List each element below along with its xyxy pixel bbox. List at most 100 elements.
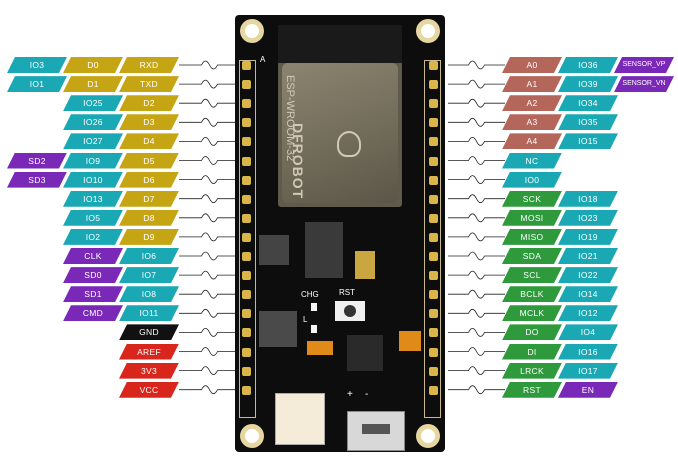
right-wire bbox=[448, 308, 505, 318]
right-pin-label: A2 bbox=[502, 95, 562, 111]
right-pin-label: DI bbox=[502, 344, 562, 360]
left-pin-label: 3V3 bbox=[119, 363, 179, 379]
left-pin-label: IO11 bbox=[119, 305, 179, 321]
right-pin-label: EN bbox=[558, 382, 618, 398]
left-wire bbox=[179, 79, 240, 89]
right-pin-pad bbox=[429, 194, 438, 204]
right-pin-label: MCLK bbox=[502, 305, 562, 321]
right-pin-label: A0 bbox=[502, 57, 562, 73]
rst-label: RST bbox=[339, 288, 355, 297]
robot-logo-icon bbox=[337, 131, 361, 157]
left-pin-label: D8 bbox=[119, 210, 179, 226]
right-pin-label: IO21 bbox=[558, 248, 618, 264]
left-pin-label: IO13 bbox=[63, 191, 123, 207]
left-pin-label: IO8 bbox=[119, 286, 179, 302]
left-pin-pad bbox=[242, 328, 251, 338]
right-pin-pad bbox=[429, 271, 438, 281]
right-wire bbox=[448, 289, 505, 299]
left-wire bbox=[179, 194, 240, 204]
right-pin-label: IO36 bbox=[558, 57, 618, 73]
right-pin-label: IO15 bbox=[558, 133, 618, 149]
mounting-hole-top-left bbox=[240, 19, 264, 43]
right-wire bbox=[448, 213, 505, 223]
left-pin-label: SD3 bbox=[7, 172, 67, 188]
voltage-regulator bbox=[305, 222, 343, 278]
right-pin-pad bbox=[429, 156, 438, 166]
right-wire bbox=[448, 251, 505, 261]
left-pin-label: D7 bbox=[119, 191, 179, 207]
left-pin-label: IO26 bbox=[63, 114, 123, 130]
left-pin-label: D5 bbox=[119, 153, 179, 169]
l-label: L bbox=[303, 315, 308, 324]
left-pin-label: D1 bbox=[63, 76, 123, 92]
right-wire bbox=[448, 328, 505, 337]
left-pin-label: IO1 bbox=[7, 76, 67, 92]
right-pin-pad bbox=[429, 137, 438, 147]
left-pin-label: SD0 bbox=[63, 267, 123, 283]
plus-sign: + bbox=[347, 389, 353, 400]
right-wire bbox=[448, 385, 505, 395]
right-wire bbox=[448, 79, 505, 89]
left-pin-label: CMD bbox=[63, 305, 123, 321]
left-pin-label: D0 bbox=[63, 57, 123, 73]
left-pin-pad bbox=[242, 118, 251, 128]
left-pin-label: D6 bbox=[119, 172, 179, 188]
reset-button[interactable] bbox=[335, 301, 365, 321]
left-wire bbox=[179, 137, 240, 146]
right-wire bbox=[448, 175, 505, 184]
left-pin-pad bbox=[242, 366, 251, 376]
micro-usb-port[interactable] bbox=[347, 411, 405, 451]
right-pin-pad bbox=[429, 366, 438, 376]
left-pin-pad bbox=[242, 232, 251, 242]
left-wire bbox=[179, 117, 240, 127]
right-wire bbox=[448, 232, 505, 242]
left-pin-label: IO27 bbox=[63, 133, 123, 149]
right-pin-label: A1 bbox=[502, 76, 562, 92]
right-pin-label: LRCK bbox=[502, 363, 562, 379]
chip-u2 bbox=[259, 311, 297, 347]
left-pin-pad bbox=[242, 99, 251, 109]
left-pin-pad bbox=[242, 385, 251, 395]
right-wire bbox=[448, 60, 505, 70]
left-wire bbox=[179, 308, 240, 318]
left-pin-pad bbox=[242, 61, 251, 70]
right-pin-label: SDA bbox=[502, 248, 562, 264]
mounting-hole-top-right bbox=[416, 19, 440, 43]
left-pin-pad bbox=[242, 156, 251, 166]
right-pin-pad bbox=[429, 290, 438, 300]
left-pin-label: IO6 bbox=[119, 248, 179, 264]
right-pin-label: IO35 bbox=[558, 114, 618, 130]
right-pin-pad bbox=[429, 80, 438, 90]
battery-connector[interactable] bbox=[275, 393, 325, 445]
right-pin-label: NC bbox=[502, 153, 562, 169]
ic-chip bbox=[347, 335, 383, 371]
chg-led bbox=[311, 303, 317, 311]
left-header-strip bbox=[239, 60, 256, 418]
right-pin-label: IO34 bbox=[558, 95, 618, 111]
right-wire bbox=[448, 98, 505, 108]
right-pin-label: MOSI bbox=[502, 210, 562, 226]
right-pin-label: IO39 bbox=[558, 76, 618, 92]
left-wire bbox=[179, 232, 240, 242]
l-led bbox=[311, 325, 317, 333]
left-pin-pad bbox=[242, 213, 251, 223]
right-pin-label: IO19 bbox=[558, 229, 618, 245]
left-pin-pad bbox=[242, 309, 251, 319]
module-model: ESP-WROOM-32 bbox=[284, 75, 296, 162]
left-pin-label: D4 bbox=[119, 133, 179, 149]
a-mark: A bbox=[260, 55, 266, 64]
right-pin-label: IO14 bbox=[558, 286, 618, 302]
left-pin-label: TXD bbox=[119, 76, 179, 92]
right-pin-pad bbox=[429, 99, 438, 109]
left-pin-label: IO7 bbox=[119, 267, 179, 283]
left-pin-label: IO9 bbox=[63, 153, 123, 169]
right-wire bbox=[448, 347, 505, 356]
right-wire bbox=[448, 137, 505, 146]
left-wire bbox=[179, 385, 240, 395]
left-pin-label: IO25 bbox=[63, 95, 123, 111]
right-pin-pad bbox=[429, 175, 438, 185]
right-pin-label: MISO bbox=[502, 229, 562, 245]
left-wire bbox=[179, 328, 240, 337]
left-pin-pad bbox=[242, 347, 251, 357]
